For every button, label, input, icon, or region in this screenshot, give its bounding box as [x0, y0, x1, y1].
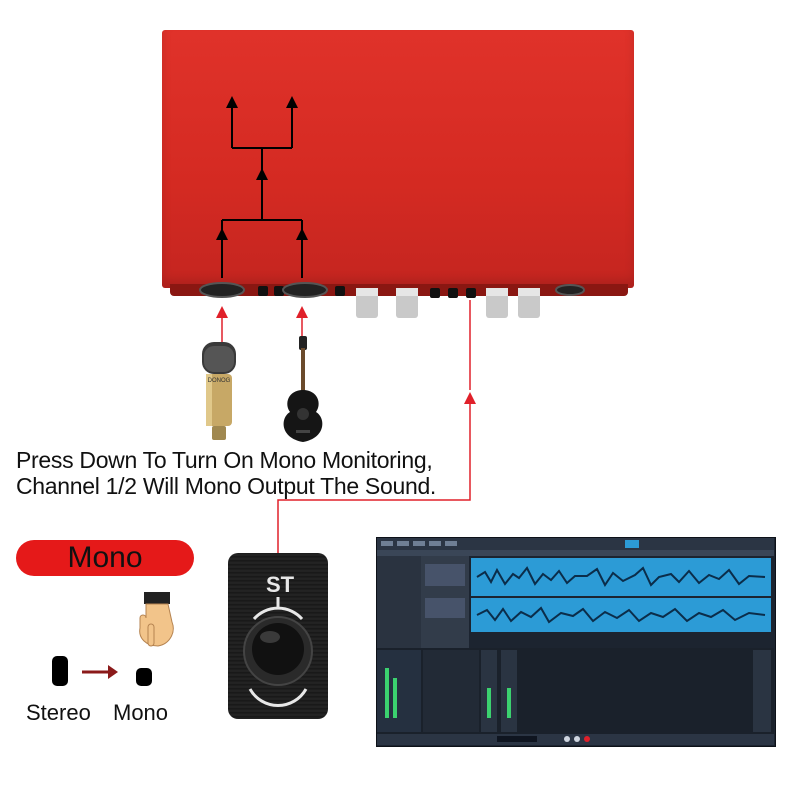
- input-1-button: [258, 286, 268, 296]
- caption-line-1: Press Down To Turn On Mono Monitoring,: [16, 447, 433, 473]
- stereo-label: Stereo: [26, 700, 91, 725]
- instruction-caption: Press Down To Turn On Mono Monitoring, C…: [16, 447, 436, 499]
- stereo-to-mono-diagram: [52, 656, 152, 686]
- svg-text:DONOG: DONOG: [208, 378, 231, 384]
- microphone-image: DONOG: [202, 342, 236, 440]
- st-mono-button: [466, 288, 476, 298]
- front-panel-ports: [199, 282, 585, 318]
- audio-interface-body: [162, 30, 634, 288]
- headphone-jack: [555, 284, 585, 296]
- caption-line-2: Channel 1/2 Will Mono Output The Sound.: [16, 473, 437, 499]
- monitor-knob: [486, 288, 508, 318]
- pointing-hand-icon: [139, 592, 174, 647]
- input-1-jack: [199, 282, 245, 298]
- st-knob[interactable]: [228, 553, 328, 719]
- mono-mode-badge: Mono: [16, 540, 194, 576]
- gain-knob-2: [396, 288, 418, 318]
- input-2-jack: [282, 282, 328, 298]
- gain-knob-1: [356, 288, 378, 318]
- guitar-image: [283, 336, 323, 442]
- daw-interface: [377, 538, 774, 745]
- headphone-knob: [518, 288, 540, 318]
- mono-button-icon: [136, 668, 152, 686]
- signal-routing-diagram: [216, 96, 308, 278]
- stereo-button-icon: [52, 656, 68, 686]
- mono-label: Mono: [113, 700, 169, 725]
- st-knob-label: ST: [266, 572, 295, 597]
